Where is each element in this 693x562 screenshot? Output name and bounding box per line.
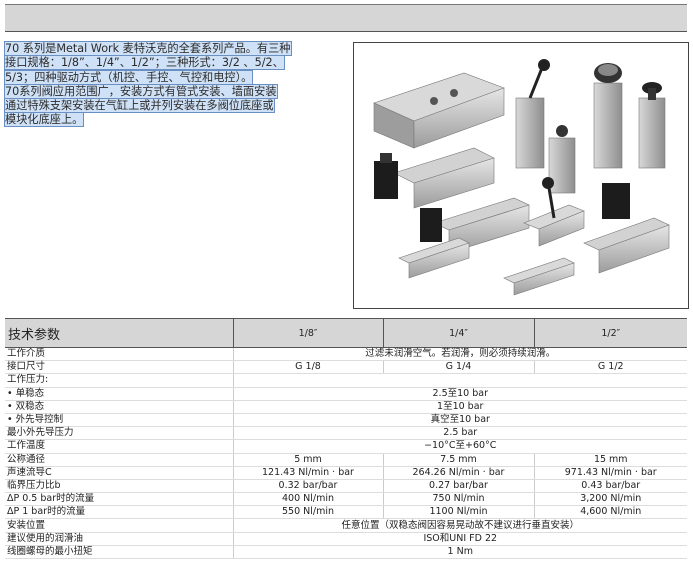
row-value: 4,600 Nl/min (533, 505, 687, 520)
row-label: 线圈螺母的最小扭矩 (5, 545, 233, 560)
header-param: 技术参数 (5, 318, 233, 348)
row-value: −10°C至+60°C (232, 439, 687, 454)
row-label: 公称通径 (5, 453, 233, 467)
intro-line: 模块化底座上。 (3, 112, 85, 128)
row-label: 工作介质 (5, 347, 233, 362)
header-size: 1/8″ (232, 318, 383, 348)
row-label: 声速流导C (5, 466, 233, 480)
row-label: 最小外先导压力 (5, 426, 233, 441)
row-value: 过滤未润滑空气。若润滑，则必须持续润滑。 (232, 347, 687, 362)
header-size: 1/4″ (382, 318, 534, 348)
intro-line: 70 系列是Metal Work 麦特沃克的全套系列产品。有三种 (4, 41, 292, 56)
row-label: 工作压力: (5, 373, 233, 388)
row-value: 971.43 Nl/min · bar (533, 466, 687, 480)
valve-illustration (373, 59, 670, 296)
row-label: • 外先导控制 (5, 413, 233, 428)
row-label: • 单稳态 (5, 387, 233, 401)
table-row: 安装位置任意位置（双稳态阀因容易晃动故不建议进行垂直安装） (5, 518, 687, 533)
row-value: 0.32 bar/bar (232, 479, 383, 494)
row-value (232, 373, 687, 388)
row-label: 建议使用的润滑油 (5, 532, 233, 546)
row-value: 2.5至10 bar (232, 387, 687, 401)
row-label: • 双稳态 (5, 400, 233, 414)
row-value: 400 Nl/min (232, 492, 383, 507)
table-row: • 外先导控制真空至10 bar (5, 413, 687, 428)
table-row: 工作温度−10°C至+60°C (5, 439, 687, 454)
spec-table-header: 技术参数 1/8″ 1/4″ 1/2″ (5, 318, 687, 348)
row-value: 1 Nm (232, 545, 687, 560)
intro-line: 70系列阀应用范围广，安装方式有管式安装、墙面安装 (4, 83, 278, 99)
row-value: 1100 Nl/min (382, 505, 534, 520)
row-label: 安装位置 (5, 518, 233, 533)
row-value: G 1/8 (232, 360, 383, 375)
table-row: 工作介质过滤未润滑空气。若润滑，则必须持续润滑。 (5, 347, 687, 362)
row-value: 真空至10 bar (232, 413, 687, 428)
row-label: ΔP 0.5 bar时的流量 (5, 492, 233, 507)
row-value: 15 mm (533, 453, 687, 467)
spec-table: 技术参数 1/8″ 1/4″ 1/2″ 工作介质过滤未润滑空气。若润滑，则必须持… (5, 318, 687, 560)
header-bar (5, 4, 687, 32)
row-value: 264.26 Nl/min · bar (382, 466, 534, 480)
intro-line: 通过特殊支架安装在气缸上或并列安装在多阀位底座或 (4, 98, 275, 114)
intro-line: 5/3；四种驱动方式（机控、手控、气控和电控）。 (3, 69, 254, 85)
row-value: G 1/4 (382, 360, 534, 375)
row-label: 工作温度 (5, 439, 233, 454)
intro-line: 接口规格：1/8”、1/4”、1/2”；三种形式：3/2 、5/2、 (4, 55, 285, 71)
row-value: 0.43 bar/bar (533, 479, 687, 494)
row-label: ΔP 1 bar时的流量 (5, 505, 233, 520)
row-value: 5 mm (232, 453, 383, 467)
row-value: 750 Nl/min (382, 492, 534, 507)
row-value: 3,200 Nl/min (533, 492, 687, 507)
row-value: 121.43 Nl/min · bar (232, 466, 383, 480)
intro-text: 70 系列是Metal Work 麦特沃克的全套系列产品。有三种 接口规格：1/… (3, 41, 353, 128)
header-size: 1/2″ (533, 318, 687, 348)
row-value: 1至10 bar (232, 400, 687, 414)
row-value: 2.5 bar (232, 426, 687, 441)
product-photo (353, 42, 689, 309)
table-row: 工作压力: (5, 373, 687, 388)
row-value: 550 Nl/min (232, 505, 383, 520)
row-label: 接口尺寸 (5, 360, 233, 375)
row-value: G 1/2 (533, 360, 687, 375)
row-label: 临界压力比b (5, 479, 233, 494)
row-value: 0.27 bar/bar (382, 479, 534, 494)
row-value: ISO和UNI FD 22 (232, 532, 687, 546)
row-value: 任意位置（双稳态阀因容易晃动故不建议进行垂直安装） (232, 518, 687, 533)
row-value: 7.5 mm (382, 453, 534, 467)
